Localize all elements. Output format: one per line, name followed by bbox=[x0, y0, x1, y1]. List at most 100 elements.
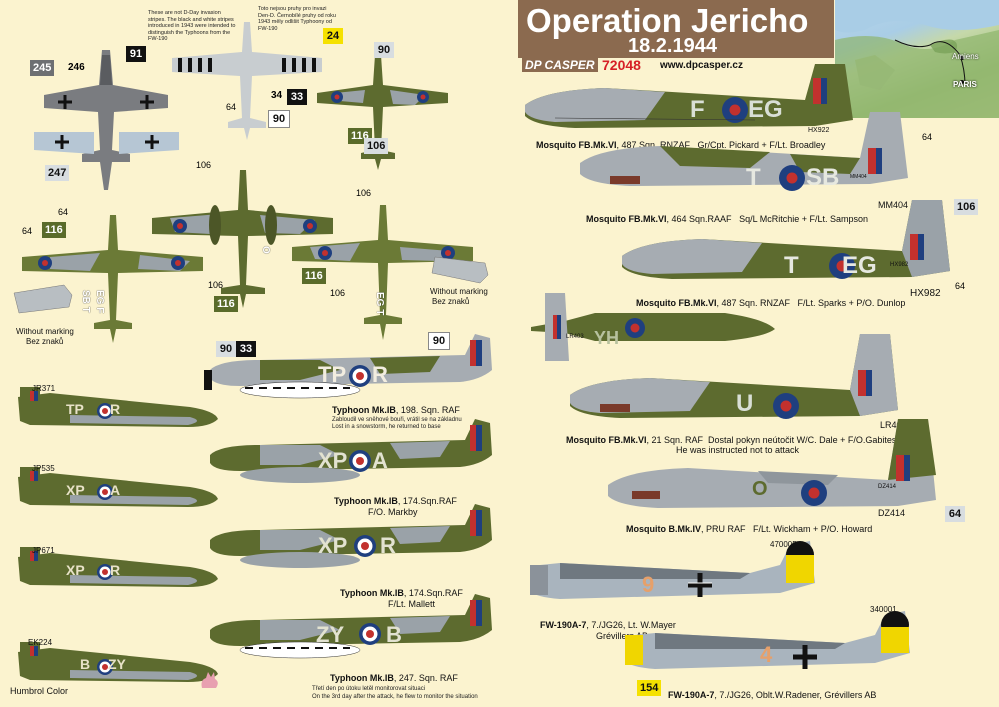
typhoon-unit-247: , 247. Sqn. RAF bbox=[393, 673, 458, 683]
mosquito-side-hx982 bbox=[622, 200, 950, 279]
mosquito-code-t-1: T bbox=[746, 164, 761, 191]
typhoon-large-jp671 bbox=[210, 504, 492, 568]
color-label-64-a: 64 bbox=[58, 207, 69, 217]
mosquito-unit-1: , 487 Sqn. RNZAF bbox=[616, 140, 691, 150]
mosquito-side-lr403 bbox=[570, 334, 898, 419]
color-badge-116-b: 116 bbox=[214, 296, 238, 312]
humbrol-color-label: Humbrol Color bbox=[10, 686, 69, 696]
fw190-werk-470005: 470005 bbox=[770, 540, 797, 549]
mosquito-underside-plan bbox=[22, 215, 203, 343]
mosquito-caption-1: Mosquito FB.Mk.VI, 487 Sqn. RNZAF Gr/Cpt… bbox=[536, 140, 825, 151]
map-label-paris: PARIS bbox=[953, 80, 977, 89]
typhoon-letter-a-large: A bbox=[372, 448, 388, 473]
invasion-note-cz: Toto nejsou pruhy pro invazi Den-D. Čern… bbox=[258, 6, 336, 32]
typhoon-unit-174-a: , 174.Sqn.RAF bbox=[397, 496, 457, 506]
color-badge-64-m5: 64 bbox=[945, 506, 965, 522]
without-marking-label-1: Without marking bbox=[16, 327, 74, 336]
map-inset: Amiens PARIS bbox=[835, 0, 999, 118]
typhoon-small-jp535 bbox=[18, 467, 218, 507]
fw190-side-340001 bbox=[625, 611, 910, 669]
operation-date: 18.2.1944 bbox=[628, 35, 717, 57]
color-label-64-b: 64 bbox=[22, 226, 33, 236]
mosquito-serial-mm404-b: MM404 bbox=[878, 200, 909, 210]
mosquito-unit-3: , 487 Sqn. RNZAF bbox=[716, 298, 791, 308]
catalog-number: 72048 bbox=[602, 57, 641, 73]
color-badge-154: 154 bbox=[637, 680, 662, 696]
typhoon-large-jp535 bbox=[210, 419, 492, 483]
invasion-note-en: These are not D-Day invasion stripes. Th… bbox=[148, 10, 236, 42]
mosquito-serial-dz414-b: DZ414 bbox=[878, 508, 906, 518]
color-badge-116-c: 116 bbox=[42, 222, 66, 238]
color-label-246: 246 bbox=[68, 62, 85, 73]
fw190-werk-340001: 340001 bbox=[870, 605, 897, 614]
page-title: Operation Jericho bbox=[526, 2, 809, 39]
plan-code-sbt: SB T bbox=[80, 290, 91, 313]
typhoon-letter-b-small: B bbox=[80, 656, 91, 672]
color-label-64-top: 64 bbox=[226, 102, 237, 112]
mosquito-code-eg-2: EG bbox=[842, 252, 877, 279]
typhoon-code-xp-large-r: XP bbox=[318, 533, 348, 558]
website-link[interactable]: www.dpcasper.cz bbox=[660, 60, 743, 71]
fw190-number-9: 9 bbox=[642, 572, 655, 597]
mosquito-side-mm404 bbox=[580, 112, 908, 191]
snowstorm-note-en: Lost in a snowstorm, he returned to base bbox=[332, 424, 441, 430]
color-badge-116-d: 116 bbox=[302, 268, 326, 284]
typhoon-caption-247: Typhoon Mk.IB, 247. Sqn. RAF bbox=[330, 673, 458, 684]
plan-code-egt: EG T bbox=[374, 292, 385, 316]
typhoon-letter-r-large: R bbox=[372, 362, 388, 387]
typhoon-small-jp671 bbox=[18, 547, 218, 587]
mosquito-crew-1: Gr/Cpt. Pickard + F/Lt. Broadley bbox=[697, 140, 826, 150]
color-label-106-b: 106 bbox=[196, 160, 212, 170]
mosquito-model-1: Mosquito FB.Mk.VI bbox=[536, 140, 617, 150]
mosquito-crew-4: Dostal pokyn neútočit W/C. Dale + F/O.Ga… bbox=[708, 435, 897, 445]
color-label-106-d: 106 bbox=[356, 188, 372, 198]
typhoon-large-ek224 bbox=[210, 594, 492, 659]
mosquito-serial-dz414-a: DZ414 bbox=[878, 484, 897, 490]
typhoon-code-xp-small-r: XP bbox=[66, 562, 85, 578]
monitor-note-cz: Třetí den po útoku letěl monitorovat sit… bbox=[312, 686, 426, 692]
typhoon-small-ek224 bbox=[18, 642, 218, 682]
mosquito-plan-view-top bbox=[152, 170, 333, 308]
without-marking-label-2: Without marking bbox=[430, 287, 488, 296]
fw190-unit-2: , 7./JG26, Oblt.W.Radener, Grévillers AB bbox=[714, 690, 877, 700]
mosquito-serial-lr403-b: LR403 bbox=[880, 420, 907, 430]
fw190-caption-1: FW-190A-7, 7./JG26, Lt. W.Mayer bbox=[540, 620, 676, 631]
typhoon-letter-r-small: R bbox=[110, 401, 121, 417]
fw190-model-2: FW-190A-7 bbox=[668, 690, 715, 700]
bez-znaku-label-1: Bez znaků bbox=[26, 337, 64, 346]
mosquito-caption-5: Mosquito B.Mk.IV, PRU RAF F/Lt. Wickham … bbox=[626, 524, 872, 535]
color-badge-33-typhoon: 33 bbox=[236, 341, 256, 357]
mosquito-model-2: Mosquito FB.Mk.VI bbox=[586, 214, 667, 224]
mosquito-code-sb: SB bbox=[806, 164, 840, 191]
cat-logo-icon bbox=[201, 672, 218, 688]
typhoon-crew-markby: F/O. Markby bbox=[368, 507, 418, 517]
bez-znaku-label-2: Bez znaků bbox=[432, 297, 470, 306]
mosquito-serial-hx922: HX922 bbox=[808, 127, 830, 134]
mosquito-code-o: O bbox=[752, 478, 768, 500]
typhoon-letter-r-small-2: R bbox=[110, 562, 121, 578]
color-badge-245: 245 bbox=[30, 60, 55, 76]
typhoon-caption-198: Typhoon Mk.IB, 198. Sqn. RAF bbox=[332, 405, 460, 416]
mosquito-crew-3: F/Lt. Sparks + P/O. Dunlop bbox=[797, 298, 906, 308]
color-badge-33-top: 33 bbox=[287, 89, 307, 105]
plan-code-egf: EG F bbox=[94, 290, 105, 314]
title-banner bbox=[518, 0, 834, 58]
color-label-64-m3: 64 bbox=[955, 281, 966, 291]
color-badge-106-a: 106 bbox=[364, 138, 389, 154]
mosquito-code-eg-1: EG bbox=[748, 96, 783, 123]
typhoon-unit-174-r: , 174.Sqn.RAF bbox=[403, 588, 463, 598]
map-graphic bbox=[835, 0, 999, 118]
mosquito-unit-2: , 464 Sqn.RAAF bbox=[666, 214, 732, 224]
mosquito-code-t-2: T bbox=[784, 252, 799, 279]
color-label-106-c: 106 bbox=[208, 280, 224, 290]
color-badge-24: 24 bbox=[323, 28, 343, 44]
typhoon-code-tp-large: TP bbox=[318, 362, 347, 387]
typhoon-model-247: Typhoon Mk.IB bbox=[330, 673, 394, 683]
mosquito-caption-2: Mosquito FB.Mk.VI, 464 Sqn.RAAF Sq/L McR… bbox=[586, 214, 868, 225]
mosquito-unmarked-wing-left bbox=[13, 284, 73, 314]
color-label-34: 34 bbox=[271, 90, 283, 101]
typhoon-crew-mallett: F/Lt. Mallett bbox=[388, 599, 436, 609]
mosquito-serial-lr403-a: LR403 bbox=[566, 334, 584, 340]
fw190-caption-2: FW-190A-7, 7./JG26, Oblt.W.Radener, Grév… bbox=[668, 690, 876, 701]
color-badge-90-typhoon: 90 bbox=[216, 341, 236, 357]
